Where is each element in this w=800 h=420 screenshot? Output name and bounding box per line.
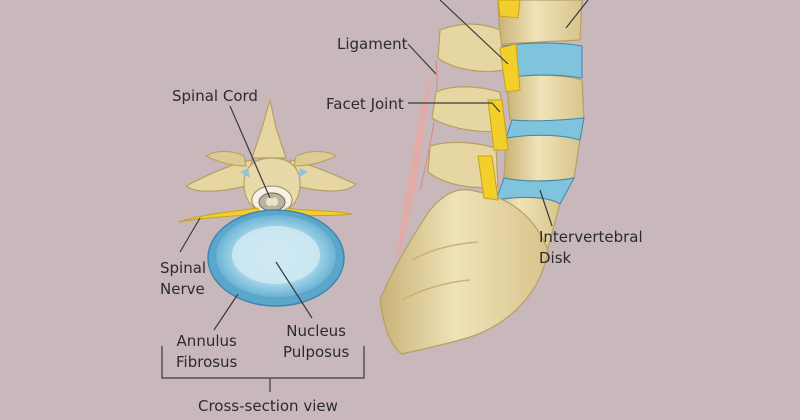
label-spinal-nerve-line1: Spinal <box>160 259 207 277</box>
label-spinal-nerve-line2: Nerve <box>160 280 205 298</box>
label-disk-line1: Intervertebral <box>539 228 643 246</box>
leader-lines <box>161 0 589 392</box>
label-nucleus-pulposus: Nucleus Pulposus <box>283 321 349 363</box>
label-cross-section-view: Cross-section view <box>198 397 338 415</box>
label-annulus-line2: Fibrosus <box>176 353 238 371</box>
label-nucleus-line1: Nucleus <box>286 322 346 340</box>
label-nucleus-line2: Pulposus <box>283 343 350 361</box>
label-spinal-nerve: Spinal Nerve <box>160 258 206 300</box>
label-annulus-line1: Annulus <box>176 332 237 350</box>
label-disk-line2: Disk <box>539 249 572 267</box>
label-spinal-cord: Spinal Cord <box>172 87 258 105</box>
label-intervertebral-disk: Intervertebral Disk <box>539 227 643 269</box>
label-ligament: Ligament <box>337 35 408 53</box>
lateral-spine <box>379 0 585 355</box>
cross-section-disk <box>207 209 345 307</box>
label-annulus-fibrosus: Annulus Fibrosus <box>176 331 237 373</box>
label-facet-joint: Facet Joint <box>326 95 404 113</box>
cross-section-vertebra <box>184 99 358 215</box>
